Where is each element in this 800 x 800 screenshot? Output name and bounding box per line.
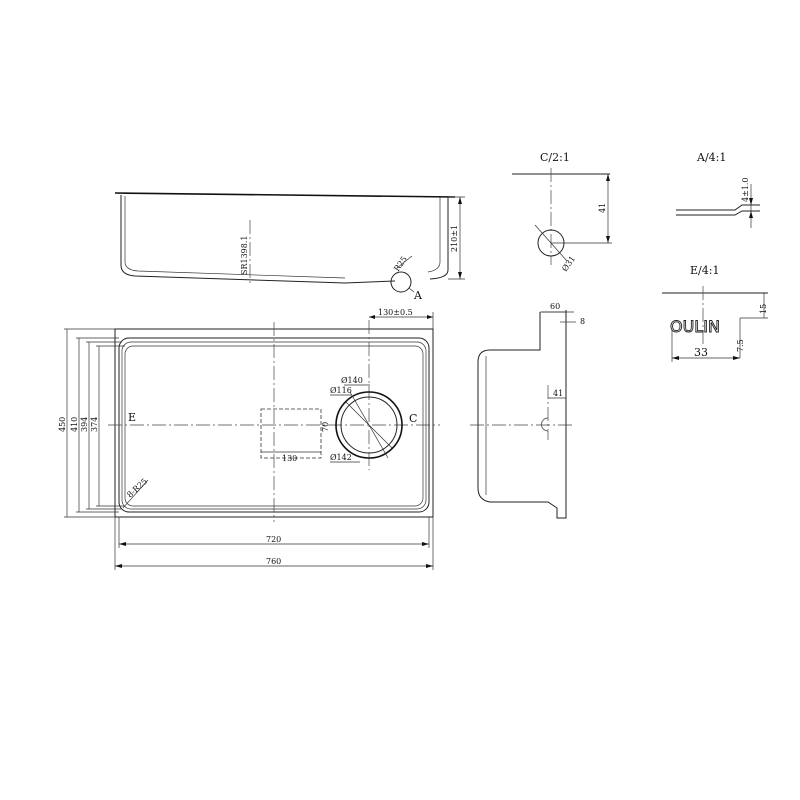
depth-arrow-top [458,197,462,204]
detail-c-arrow-bottom [606,236,610,243]
front-section-view: SR1398.1 210±1 R25 A [114,192,465,302]
d140-label: Ø140 [341,376,363,385]
width720-arrow-left [119,542,126,546]
front-radius-label: SR1398.1 [240,236,249,276]
drain-diameter-line-2 [345,401,393,449]
side-outline [477,310,567,519]
detail-a-title: A/4:1 [696,151,726,164]
d142-label: Ø142 [330,453,352,462]
plan-view: E C 130 70 Ø140 Ø116 Ø142 130±0.5 8-R25 … [58,308,440,570]
section-e-label: E [128,411,136,424]
depth-label: 210±1 [450,225,459,252]
width720-arrow-right [422,542,429,546]
detail-a-marker-circle [390,271,412,293]
width720-label: 720 [266,535,281,544]
side-overflow-hole [541,417,549,432]
detail-e-dim15-label: 15 [759,304,768,314]
detail-e-view: E/4:1 OULIN 15 7.5 33 [662,264,768,362]
detail-e-dim75-label: 7.5 [736,339,745,352]
section-c-label: C [409,412,417,425]
d116-label: Ø116 [330,386,352,395]
front-inner-right [427,197,441,273]
detail-a-dim-label: 4±1.0 [741,177,750,202]
width760-label: 760 [266,557,281,566]
box-width-label: 130 [282,454,297,463]
drain-offset-label: 130±0.5 [378,308,413,317]
drain-offset-arrow-left [369,315,375,319]
h450-label: 450 [58,417,67,432]
width760-arrow-right [426,564,433,568]
detail-a-leader [408,287,415,293]
corner-radius-leader [122,479,149,509]
detail-c-dim-label: 41 [598,203,607,213]
box-height-label: 70 [321,422,330,432]
detail-a-profile-bottom [676,210,760,216]
dim41-label: 41 [553,389,563,398]
dim60-label: 60 [550,302,560,311]
detail-a-profile-top [676,204,760,211]
detail-e-title: E/4:1 [690,264,719,277]
width760-arrow-left [115,564,122,568]
front-r25-label: R25 [392,255,409,273]
dim8-label: 8 [580,317,585,326]
detail-c-diameter-label: Ø31 [560,254,577,273]
depth-arrow-bottom [458,272,462,279]
detail-a-marker-label: A [413,289,423,302]
h394-label: 394 [80,417,89,432]
front-inner-outline [124,196,346,279]
hidden-box [260,408,322,459]
corner-radius-label: 8-R25 [125,477,149,500]
front-bowl-right-wall [429,197,449,280]
detail-c-view: C/2:1 Ø31 41 [512,151,612,273]
detail-c-title: C/2:1 [540,151,570,164]
front-bowl-outline [120,195,396,284]
detail-a-view: A/4:1 4±1.0 [676,151,760,228]
detail-a-arrow-top [749,198,753,205]
detail-e-brand: OULIN [670,317,720,336]
front-rim-line [114,192,456,198]
detail-c-arrow-top [606,174,610,181]
detail-e-dim33-label: 33 [694,346,708,359]
front-r25-leader [396,255,413,269]
detail-a-arrow-bottom [749,211,753,218]
detail-e-arrow-right [733,356,740,360]
drain-outer-circle [335,391,403,459]
drain-offset-arrow-right [427,315,433,319]
h374-label: 374 [90,417,99,432]
side-section-view: 60 8 41 [470,302,585,519]
drain-inner-circle [340,396,398,454]
detail-e-arrow-left [672,356,679,360]
h410-label: 410 [70,417,79,432]
